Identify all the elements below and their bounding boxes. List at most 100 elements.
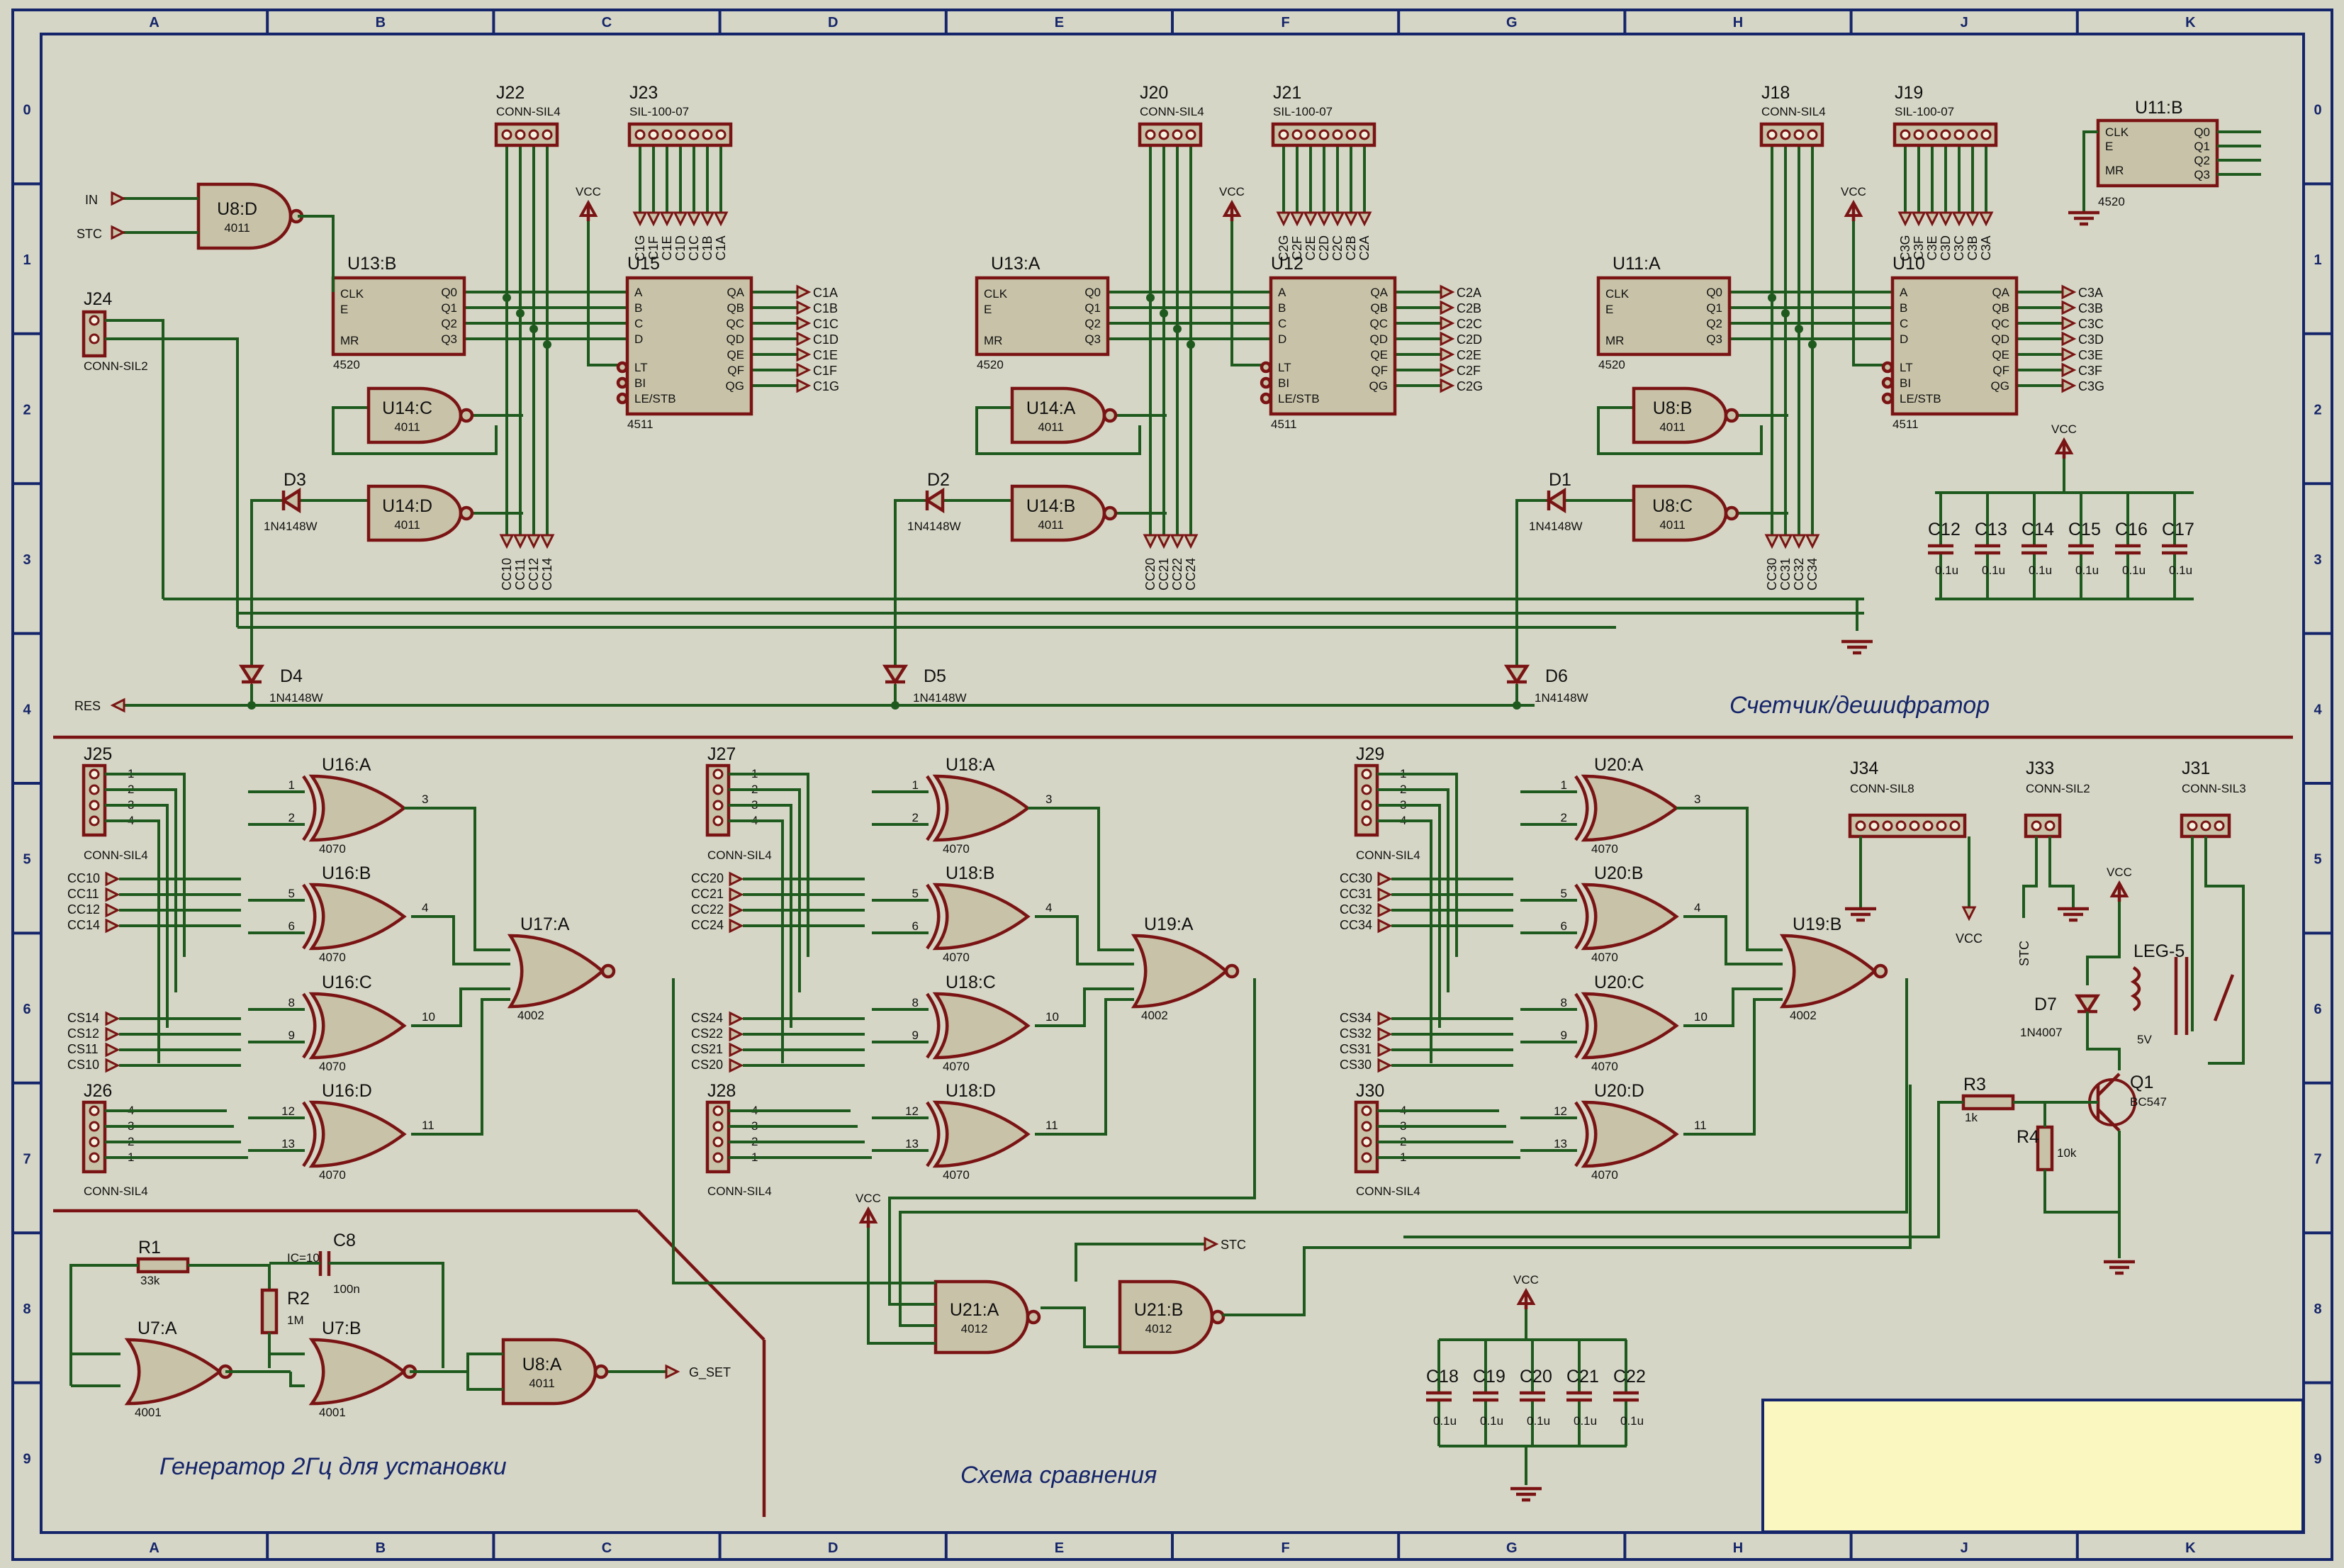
decoder-pin-label: C <box>634 317 643 330</box>
wire <box>1075 1243 1205 1282</box>
xor-arc <box>926 775 941 841</box>
pin-number: 9 <box>288 1029 295 1042</box>
in-net-label: IN <box>85 193 98 207</box>
connector-pin-icon <box>89 815 100 827</box>
compare-connector-top <box>82 763 107 837</box>
compare-net-label: CC20 <box>691 871 724 885</box>
capacitor-value: 0.1u <box>1935 564 1958 577</box>
counter-pin-label: Q0 <box>1706 286 1722 299</box>
compare-input-arrow-icon <box>1377 1042 1393 1058</box>
connector-pin-icon <box>89 333 100 345</box>
capacitor-ref: C17 <box>2162 520 2194 539</box>
gate-body <box>308 774 407 842</box>
relay-ref: LEG-5 <box>2133 941 2185 961</box>
gate-part: 4002 <box>517 1009 544 1022</box>
gate-body <box>308 992 407 1060</box>
segment-connector-part: SIL-100-07 <box>1895 105 1954 118</box>
d7-ref: D7 <box>2034 995 2057 1014</box>
frame-col-label: A <box>149 1540 159 1556</box>
counter-pin-label: MR <box>1605 334 1624 347</box>
segment-output-label: C2E <box>1457 348 1481 362</box>
counter-pin-label: CLK <box>1605 287 1630 301</box>
segment-connector-ref: J19 <box>1895 83 1923 103</box>
r1-ref: R1 <box>138 1238 161 1258</box>
inverter-bubble-icon <box>459 408 474 423</box>
frame-col-label: D <box>828 1540 838 1556</box>
gate-body <box>308 1100 407 1168</box>
decoder-ref: U15 <box>627 254 660 274</box>
frame-row-label: 6 <box>2314 1002 2321 1017</box>
j34-ref: J34 <box>1850 758 1878 778</box>
reset-diode-icon <box>1503 664 1530 685</box>
gate-ref: U18:B <box>946 863 994 883</box>
feedback-diode-ref: D3 <box>284 470 306 490</box>
r2-ref: R2 <box>287 1289 310 1309</box>
compare-net-label: CS32 <box>1340 1026 1372 1041</box>
segment-connector <box>627 122 733 147</box>
pin-number: 11 <box>1694 1119 1707 1132</box>
junction-dot <box>1808 340 1817 349</box>
cc-arrow-icon <box>1156 534 1172 549</box>
frame-col-label: B <box>376 15 386 30</box>
inverter-bubble-icon <box>1724 408 1739 423</box>
pin-number: 10 <box>1045 1010 1059 1024</box>
cc-net-label: CC21 <box>1157 558 1171 590</box>
capacitor-ref: C15 <box>2068 520 2101 539</box>
compare-net-label: CC12 <box>67 902 100 917</box>
c8-value: 100n <box>333 1282 360 1296</box>
frame-col-label: D <box>828 15 838 30</box>
frame-row-label: 1 <box>2314 252 2321 268</box>
segment-arrow-icon <box>1924 211 1940 227</box>
pin-number: 8 <box>288 996 295 1009</box>
section-title-compare: Схема сравнения <box>960 1462 1157 1489</box>
counter-pin-label: MR <box>340 334 359 347</box>
gate-part: 4070 <box>943 951 970 964</box>
connector-pin-icon <box>1780 129 1791 140</box>
segment-connector-ref: J21 <box>1273 83 1301 103</box>
segment-output-label: C3D <box>2078 332 2104 347</box>
connector-pin-icon <box>1318 129 1330 140</box>
cc-connector-ref: J20 <box>1140 83 1168 103</box>
wire <box>894 499 927 673</box>
pin-number: 6 <box>912 919 919 933</box>
cc-connector-part: CONN-SIL4 <box>1761 105 1826 118</box>
segment-connector <box>1271 122 1376 147</box>
compare-block-g3: J29CONN-SIL4J30CONN-SIL414CC30CS3423CC31… <box>1340 744 1888 1198</box>
wire <box>250 499 284 673</box>
counter-pin-label: Q0 <box>441 286 457 299</box>
counter-ref: U13:A <box>991 254 1041 274</box>
wire <box>587 221 627 366</box>
stc-label: STC <box>2017 941 2031 966</box>
cc-net-label: CC34 <box>1805 558 1819 590</box>
connector-pin-icon <box>2187 820 2198 831</box>
segment-output-label: C1C <box>813 317 839 331</box>
compare-net-label: CS31 <box>1340 1042 1372 1056</box>
q1-emitter <box>2097 1108 2121 1132</box>
connector-pin-icon <box>648 129 659 140</box>
decoder-ref: U10 <box>1892 254 1925 274</box>
feedback-diode-icon <box>1545 487 1566 514</box>
compare-net-label: CS24 <box>691 1011 723 1025</box>
gate-body <box>932 1100 1031 1168</box>
inverter-bubble-icon <box>600 963 616 979</box>
segment-output-arrow-icon <box>2061 347 2077 362</box>
connector-pin-icon <box>89 1136 100 1148</box>
vcc-label: VCC <box>1841 185 1866 198</box>
decoder-pin-label: C <box>1278 317 1286 330</box>
gate-part: 4011 <box>1659 420 1686 434</box>
decoder-pin-label: LE/STB <box>634 392 676 405</box>
segment-output-arrow-icon <box>2061 378 2077 393</box>
frame-row-label: 3 <box>2314 552 2321 568</box>
connector-pin-icon <box>1967 129 1978 140</box>
gate-ref: U14:A <box>1026 398 1076 418</box>
segment-arrow-icon <box>632 211 648 227</box>
frame-row-label: 4 <box>23 702 31 717</box>
frame-row-label: 8 <box>23 1301 30 1317</box>
segment-output-arrow-icon <box>1440 284 1455 300</box>
gate-ref: U8:B <box>1653 398 1693 418</box>
gate-part: 4011 <box>1038 518 1064 532</box>
